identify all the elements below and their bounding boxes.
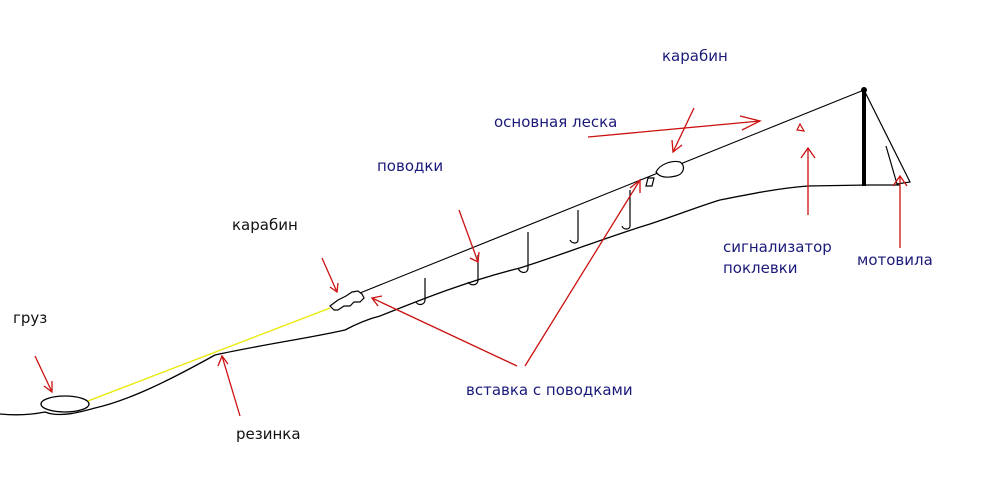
- label-rubber: резинка: [236, 425, 301, 443]
- bottom-profile: [0, 184, 869, 416]
- label-insert: вставка с поводками: [466, 381, 633, 399]
- leaders-hooks: [415, 190, 631, 306]
- label-sinker: груз: [13, 309, 48, 327]
- annotation-arrows: [34, 107, 908, 417]
- label-carabiner-top: карабин: [662, 47, 728, 65]
- carabiner-left-shape: [329, 290, 365, 311]
- label-reel: мотовила: [857, 251, 933, 269]
- bite-alarm-shape: [796, 122, 806, 132]
- label-leaders: поводки: [377, 157, 444, 175]
- reel-rod-line: [863, 89, 911, 185]
- label-carabiner-left: карабин: [232, 216, 298, 234]
- main-line: [359, 89, 865, 294]
- rubber-line: [87, 307, 331, 402]
- carabiner-top-shape: [645, 160, 685, 187]
- label-main-line: основная леска: [494, 113, 618, 131]
- label-bite-alarm-1: сигнализатор: [723, 238, 832, 256]
- sinker-shape: [40, 395, 90, 413]
- label-bite-alarm-2: поклевки: [723, 259, 798, 277]
